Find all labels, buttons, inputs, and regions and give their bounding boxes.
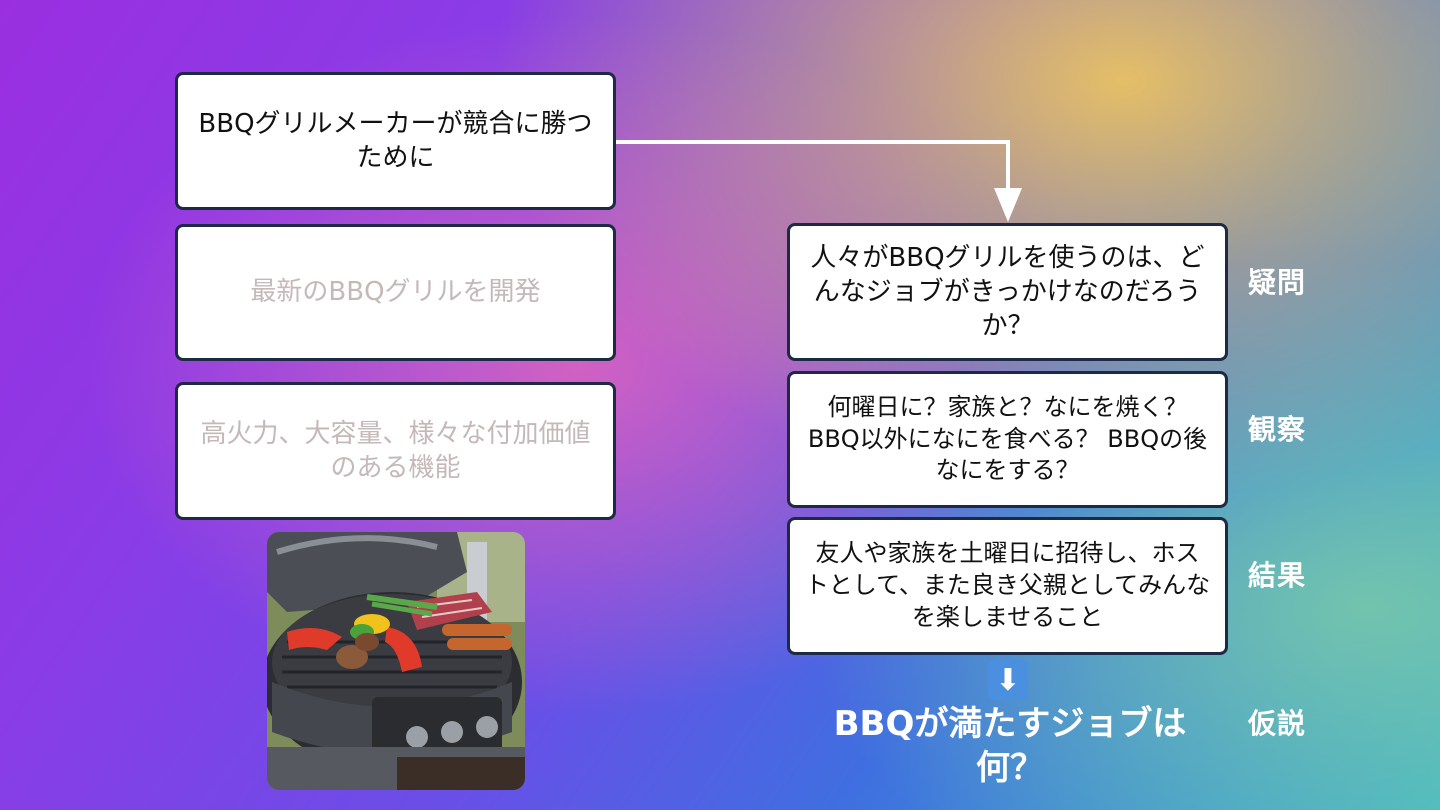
features-text: 高火力、大容量、様々な付加価値のある機能 — [200, 418, 591, 483]
goal-box: BBQグリルメーカーが競合に勝つために — [175, 72, 616, 210]
label-question: 疑問 — [1248, 266, 1307, 299]
label-result: 結果 — [1248, 559, 1307, 592]
label-hypothesis: 仮説 — [1248, 707, 1307, 740]
features-box: 高火力、大容量、様々な付加価値のある機能 — [175, 382, 616, 520]
approach-text: 最新のBBQグリルを開発 — [250, 277, 541, 308]
observation-box: 何曜日に？家族と？なにを焼く？BBQ以外になにを食べる？ BBQの後なにをする？ — [787, 371, 1228, 508]
arrow-down-icon: ⬇ — [988, 660, 1028, 700]
conclusion-text: BBQが満たすジョブは何？ — [833, 704, 1187, 789]
question-text: 人々がBBQグリルを使うのは、どんなジョブがきっかけなのだろうか？ — [810, 242, 1205, 342]
goal-text: BBQグリルメーカーが競合に勝つために — [198, 108, 593, 173]
label-observation: 観察 — [1248, 413, 1307, 446]
result-text: 友人や家族を土曜日に招待し、ホストとして、また良き父親としてみんなを楽しませるこ… — [804, 539, 1211, 631]
observation-text: 何曜日に？家族と？なにを焼く？BBQ以外になにを食べる？ BBQの後なにをする？ — [807, 392, 1208, 485]
result-box: 友人や家族を土曜日に招待し、ホストとして、また良き父親としてみんなを楽しませるこ… — [787, 517, 1228, 655]
bbq-grill-photo — [267, 532, 525, 790]
approach-box: 最新のBBQグリルを開発 — [175, 224, 616, 361]
question-box: 人々がBBQグリルを使うのは、どんなジョブがきっかけなのだろうか？ — [787, 223, 1228, 361]
